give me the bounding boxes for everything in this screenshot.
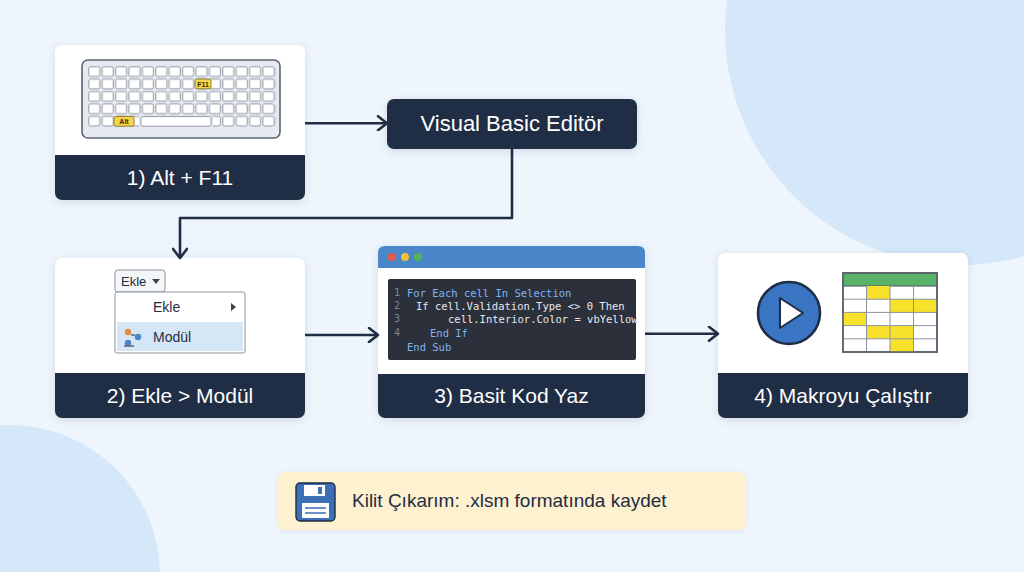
process-box: Visual Basic Editör <box>387 99 637 149</box>
icon-line <box>124 335 135 346</box>
highlight-key <box>195 79 211 89</box>
play-triangle <box>780 298 803 328</box>
step-card: 2) Ekle > Modül <box>55 258 305 418</box>
play-icon <box>758 282 820 344</box>
key-grid <box>88 66 276 128</box>
sheet-header <box>843 273 937 286</box>
yellow-cell <box>890 326 914 339</box>
menu-panel <box>115 292 245 353</box>
note-text: Kilit Çıkarım: .xlsm formatında kaydet <box>352 490 667 512</box>
sheet-border <box>843 273 937 352</box>
module-icon <box>124 329 141 346</box>
step-card: 3) Basit Kod Yaz <box>378 246 645 418</box>
floppy-body <box>296 483 335 521</box>
space-key <box>141 117 211 127</box>
yellow-cell <box>914 299 938 312</box>
menu-highlight <box>117 322 243 351</box>
key-gap <box>139 116 213 128</box>
yellow-cell <box>867 326 891 339</box>
window-dot <box>414 253 422 261</box>
flow-arrow <box>645 332 718 335</box>
keyboard-icon <box>82 60 280 138</box>
window-titlebar <box>378 246 645 268</box>
submenu-triangle <box>231 303 236 311</box>
flow-arrow <box>180 149 512 258</box>
icon-dot <box>135 334 141 340</box>
keyboard-body <box>82 60 280 138</box>
yellow-cell <box>890 299 914 312</box>
floppy-slot <box>318 487 322 494</box>
label-bar: 3) Basit Kod Yaz <box>378 374 645 418</box>
sheet-grid <box>843 286 937 352</box>
icon-dot <box>125 340 131 346</box>
step-label: 2) Ekle > Modül <box>107 384 254 408</box>
yellow-cell <box>890 339 914 352</box>
label-bar: 4) Makroyu Çalıştır <box>718 373 968 418</box>
step-label: 4) Makroyu Çalıştır <box>754 384 931 408</box>
dropdown-triangle <box>152 279 160 284</box>
floppy-icon <box>296 483 335 521</box>
yellow-cell <box>843 312 867 325</box>
floppy-label <box>302 503 329 518</box>
menu-icon <box>115 270 245 353</box>
menu-button <box>115 270 165 292</box>
spreadsheet-icon <box>843 273 937 352</box>
code-area <box>388 279 636 360</box>
highlight-key <box>114 116 134 126</box>
step-card: 1) Alt + F11 <box>55 45 305 200</box>
step-label: 1) Alt + F11 <box>127 166 233 190</box>
label-bar: 2) Ekle > Modül <box>55 373 305 418</box>
floppy-lines <box>305 508 326 513</box>
step-label: 3) Basit Kod Yaz <box>434 384 588 408</box>
floppy-shutter <box>304 485 325 496</box>
window-dot <box>388 253 396 261</box>
code-window <box>378 246 645 360</box>
icon-dot <box>125 329 131 335</box>
sheet-body <box>843 273 937 352</box>
flow-arrow <box>305 334 378 337</box>
label-bar: 1) Alt + F11 <box>55 155 305 200</box>
flow-arrow <box>305 122 387 125</box>
background-circle <box>0 425 160 572</box>
yellow-cell <box>867 286 891 299</box>
box-label: Visual Basic Editör <box>420 111 603 137</box>
note-box: Kilit Çıkarım: .xlsm formatında kaydet <box>278 472 746 530</box>
background-circle <box>725 0 1024 265</box>
window-dot <box>401 253 409 261</box>
step-card: 4) Makroyu Çalıştır <box>718 253 968 418</box>
play-circle <box>758 282 820 344</box>
highlighted-cells <box>843 286 937 352</box>
